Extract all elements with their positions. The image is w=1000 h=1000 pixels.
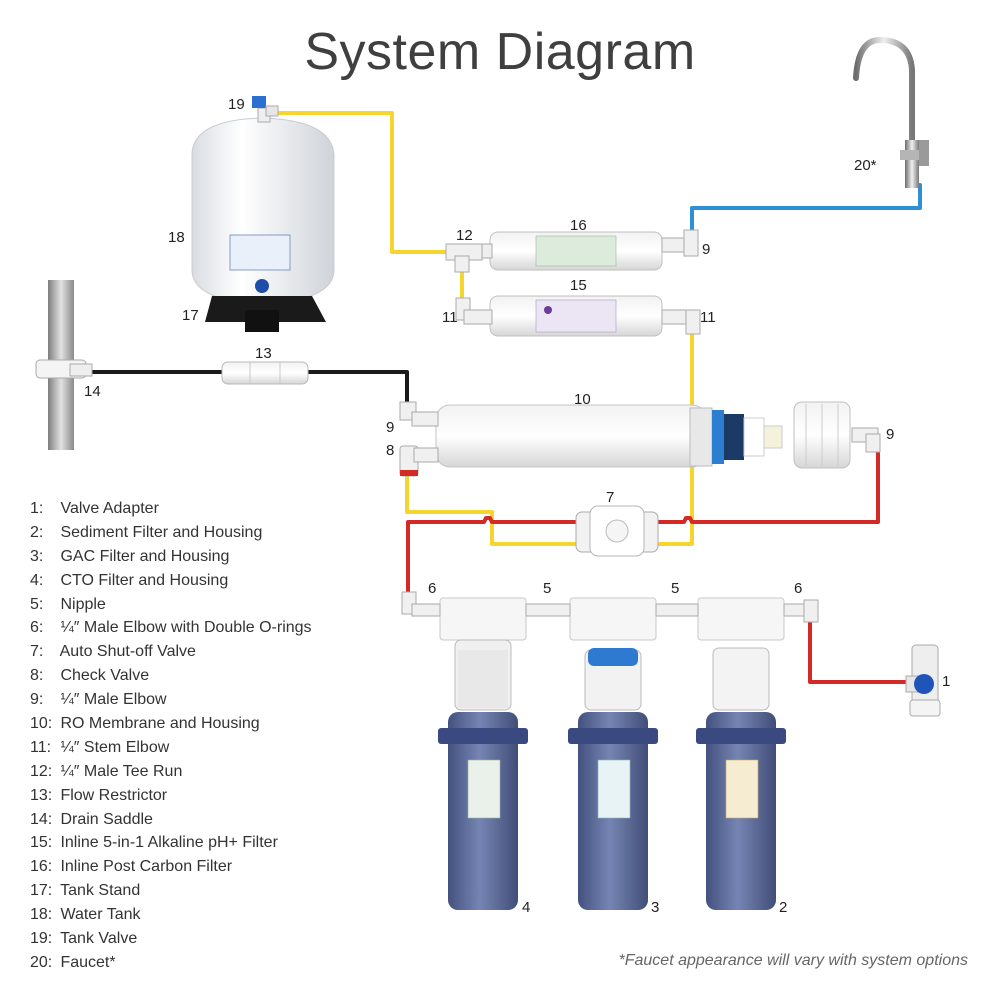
legend-item: 1: Valve Adapter [30,500,159,517]
callout-14: 14 [84,383,101,400]
male-tee-run [445,243,483,273]
red-tube-valve-out [656,438,880,524]
tubing [90,111,922,684]
callout-6-right: 6 [794,580,802,597]
tank-stand [205,296,326,332]
legend-item: 17: Tank Stand [30,882,141,900]
yellow-tube-check [405,473,578,546]
male-elbow-double-oring-right [783,599,819,623]
legend-item: 16: Inline Post Carbon Filter [30,858,233,876]
legend-item: 11: ¼″ Stem Elbow [30,738,170,756]
male-elbow-double-oring-left [401,591,441,617]
legend-item: 5: Nipple [30,595,106,613]
callout-9-top: 9 [702,241,710,258]
yellow-tube-tank [270,111,448,254]
legend-item: 2: Sediment Filter and Housing [30,523,263,541]
ro-membrane-housing [435,401,851,469]
callout-19: 19 [228,96,245,113]
legend-item: 13: Flow Restrictor [30,786,168,804]
legend-item: 19: Tank Valve [30,930,138,948]
faucet [853,36,929,188]
legend-item: 3: GAC Filter and Housing [30,547,230,565]
callout-18: 18 [168,229,185,246]
stem-elbow-left [455,297,493,325]
tank-valve [252,96,279,123]
legend-item: 4: CTO Filter and Housing [30,571,229,589]
inline-post-carbon-filter [473,231,663,271]
black-tube-restrictor [306,370,409,404]
callout-17: 17 [182,307,199,324]
callout-5-right: 5 [671,580,679,597]
water-tank [191,117,335,306]
legend-item: 9: ¼″ Male Elbow [30,691,167,709]
valve-adapter [905,644,941,717]
callout-2: 2 [779,899,787,916]
legend-item: 18: Water Tank [30,906,141,924]
page-title: System Diagram [304,23,696,81]
callout-10: 10 [574,391,591,408]
inline-alkaline-filter [489,295,663,337]
callout-13: 13 [255,345,272,362]
legend-item: 15: Inline 5-in-1 Alkaline pH+ Filter [30,834,278,852]
legend-item: 8: Check Valve [30,667,150,685]
legend-item: 12: ¼″ Male Tee Run [30,762,183,780]
male-elbow-cap [851,427,881,453]
callout-6-left: 6 [428,580,436,597]
callout-3: 3 [651,899,659,916]
legend-item: 20: Faucet* [30,953,116,971]
callout-20: 20* [854,157,877,174]
callout-11-right: 11 [700,309,716,326]
callout-16: 16 [570,217,587,234]
legend-item: 14: Drain Saddle [30,810,153,828]
callout-8: 8 [386,442,394,459]
check-valve [399,445,439,477]
yellow-tube-membrane-out [656,330,694,546]
parts-legend: 1: Valve Adapter 2: Sediment Filter and … [30,497,450,975]
nipples [525,603,699,617]
callout-11-left: 11 [442,309,458,326]
drain-saddle [35,359,93,379]
callout-15: 15 [570,277,587,294]
cto-filter-housing [438,597,528,910]
gac-filter-housing [568,597,658,910]
callouts: 19 18 17 13 14 12 16 9 15 11 11 10 9 8 9… [84,96,950,916]
callout-1: 1 [942,673,950,690]
male-elbow-membrane-top [399,401,439,427]
stem-elbow-right [661,309,701,335]
faucet-footnote: *Faucet appearance will vary with system… [618,952,969,969]
blue-tube-faucet [690,183,922,234]
legend-item: 6: ¼″ Male Elbow with Double O-rings [30,619,312,637]
sediment-filter-housing [696,597,786,910]
callout-7: 7 [606,489,614,506]
male-elbow-top [661,229,699,257]
callout-12: 12 [456,227,473,244]
red-tube-membrane-in [406,516,578,600]
callout-5-left: 5 [543,580,551,597]
auto-shutoff-valve [575,505,659,557]
callout-9-cap: 9 [886,426,894,443]
red-tube-supply [808,616,914,684]
legend-item: 10: RO Membrane and Housing [30,715,260,733]
callout-4: 4 [522,899,530,916]
legend-item: 7: Auto Shut-off Valve [30,643,196,661]
callout-9-membrane: 9 [386,419,394,436]
flow-restrictor [221,361,309,385]
